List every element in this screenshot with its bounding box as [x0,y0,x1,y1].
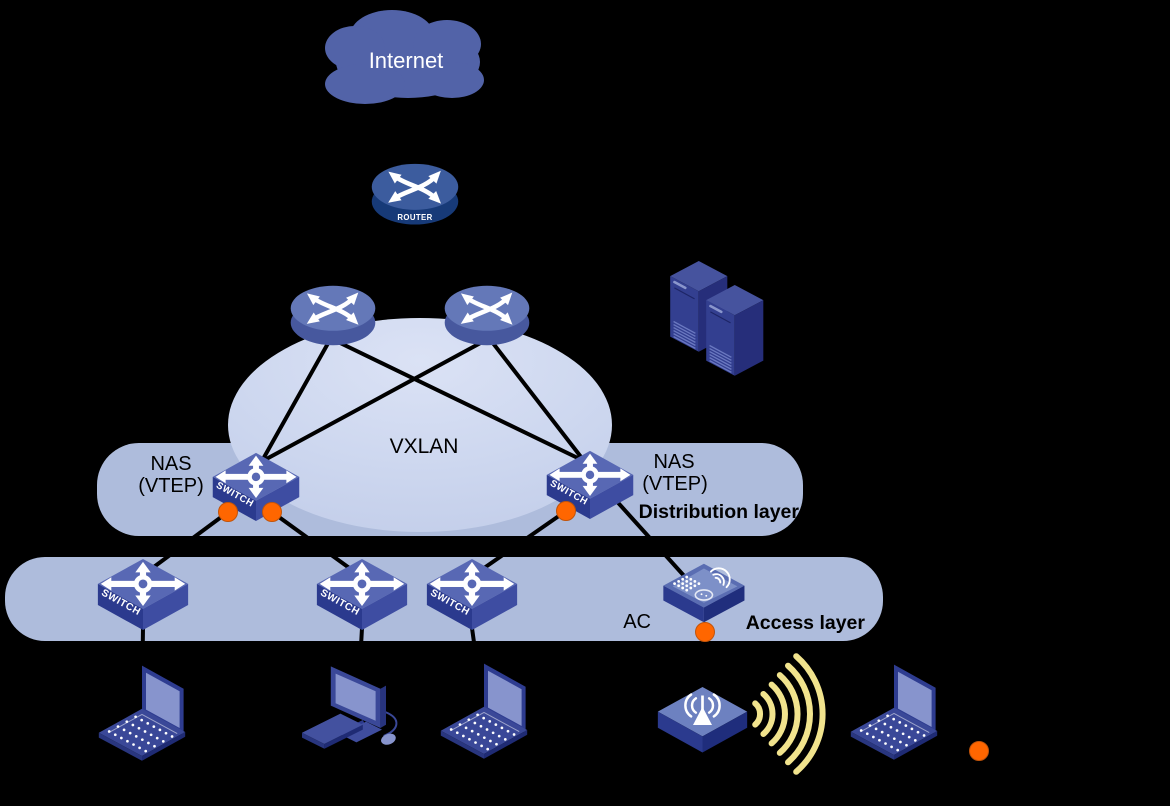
link-nasleft-switch1 [141,510,230,577]
link-core2-nas-left [257,338,488,465]
port-marker [969,741,989,761]
port-marker [556,501,576,521]
link-nasleft-switch2 [270,510,361,577]
link-core1-nas-left [256,336,333,470]
link-nasright-ac [610,494,688,580]
link-core2-nas-right [487,336,590,468]
wireless-waves [752,653,826,775]
core-switch-1-icon [290,285,376,346]
ac-label: AC [623,611,651,633]
port-marker [218,502,238,522]
server-tower-front [704,283,765,378]
internet-label: Internet [369,48,444,73]
distribution-layer-label: Distribution layer [639,501,800,523]
link-router-core1 [333,218,412,294]
port-marker [695,622,715,642]
link-core1-nas-right [332,338,588,464]
internet-cloud: Internet [325,10,484,104]
network-links [140,98,707,702]
port-markers [218,501,989,761]
link-ac-ap [702,632,707,698]
vxlan-label: VXLAN [390,435,459,458]
port-marker [262,502,282,522]
link-switch3-laptop2 [470,626,484,702]
nas-right-label-line1: NAS [653,451,694,473]
core-switch-2-icon [444,285,530,346]
desktop-pc-endpoint [302,666,398,749]
access-layer-label: Access layer [746,612,866,634]
nas-left-label-line1: NAS [150,453,191,475]
router-icon: ROUTER [371,163,459,225]
nas-right-label-line2: (VTEP) [642,473,708,495]
access-point-icon [657,686,748,753]
link-internet-router [406,98,415,168]
mouse-icon [381,733,396,745]
nas-left-label-line2: (VTEP) [138,475,204,497]
router-label: ROUTER [397,213,432,222]
link-router-core2 [414,218,486,294]
link-nasright-switch3 [472,509,568,577]
